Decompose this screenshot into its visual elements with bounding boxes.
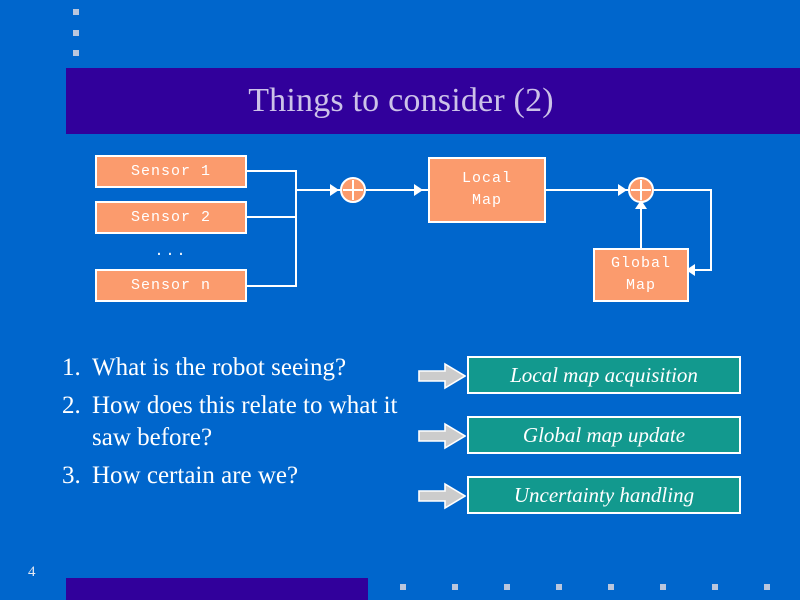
wire-feedback-into-globalmap xyxy=(689,269,712,271)
decorative-dot xyxy=(73,9,79,15)
arrowhead-into-globalmap xyxy=(686,264,695,276)
wire-sum2-feedback-top xyxy=(654,189,712,191)
sensor-n-label: Sensor n xyxy=(130,276,211,294)
global-map-line-1: Global xyxy=(610,255,671,273)
arrowhead-into-sum1 xyxy=(330,184,339,196)
local-map-line-1: Local xyxy=(461,170,512,188)
decorative-dot xyxy=(608,584,614,590)
answer-3-label: Uncertainty handling xyxy=(513,482,695,507)
sensor-ellipsis-label: ... xyxy=(154,242,188,260)
decorative-dot xyxy=(764,584,770,590)
answer-box-local-map-acquisition: Local map acquisition xyxy=(467,356,741,394)
decorative-dot xyxy=(73,50,79,56)
question-item-2: 2. How does this relate to what it saw b… xyxy=(62,390,422,454)
page-title: Things to consider (2) xyxy=(248,82,554,119)
decorative-dot xyxy=(400,584,406,590)
block-arrow-right-icon xyxy=(418,362,466,390)
wire-globalmap-to-sum2 xyxy=(640,205,642,250)
question-3-text: How certain are we? xyxy=(92,462,299,489)
wire-sensorn-stub xyxy=(247,285,297,287)
slide-title-band: Things to consider (2) xyxy=(66,68,800,134)
wire-sum2-feedback-side xyxy=(710,189,712,271)
wire-sensor-bus xyxy=(295,170,297,287)
arrowhead-into-sum2 xyxy=(618,184,627,196)
arrowhead-into-localmap xyxy=(414,184,423,196)
wire-localmap-to-sum2 xyxy=(546,189,632,191)
question-1-text: What is the robot seeing? xyxy=(92,354,347,381)
question-2-number: 2. xyxy=(62,392,81,419)
block-arrow-right-icon xyxy=(418,422,466,450)
global-map-box: Global Map xyxy=(593,248,689,302)
question-3-number: 3. xyxy=(62,462,81,489)
arrowhead-into-sum2-bottom xyxy=(635,200,647,209)
question-2-text: How does this relate to what it saw befo… xyxy=(92,392,398,451)
decorative-dot xyxy=(556,584,562,590)
summation-node-2 xyxy=(628,177,654,203)
question-list: 1. What is the robot seeing? 2. How does… xyxy=(62,352,422,498)
decorative-dot xyxy=(452,584,458,590)
global-map-line-2: Map xyxy=(625,277,656,294)
decorative-dot xyxy=(504,584,510,590)
decorative-dot xyxy=(660,584,666,590)
question-1-number: 1. xyxy=(62,354,81,381)
local-map-line-2: Map xyxy=(471,192,502,209)
answer-2-label: Global map update xyxy=(522,422,686,447)
wire-bus-to-sum1 xyxy=(295,189,345,191)
block-arrow-right-icon xyxy=(418,482,466,510)
answer-box-global-map-update: Global map update xyxy=(467,416,741,454)
sensor-1-label: Sensor 1 xyxy=(130,162,211,180)
answer-box-uncertainty-handling: Uncertainty handling xyxy=(467,476,741,514)
decorative-dot xyxy=(712,584,718,590)
sensor-1-box: Sensor 1 xyxy=(95,155,247,188)
wire-sensor2-stub xyxy=(247,216,297,218)
question-item-1: 1. What is the robot seeing? xyxy=(62,352,422,384)
sensor-n-box: Sensor n xyxy=(95,269,247,302)
question-item-3: 3. How certain are we? xyxy=(62,460,422,492)
wire-sum1-to-localmap xyxy=(366,189,428,191)
answer-1-label: Local map acquisition xyxy=(510,362,698,387)
sensor-2-label: Sensor 2 xyxy=(130,208,211,226)
decorative-dot xyxy=(73,30,79,36)
summation-node-1 xyxy=(340,177,366,203)
page-number: 4 xyxy=(28,564,36,580)
bottom-decorative-band xyxy=(66,578,368,600)
local-map-box: Local Map xyxy=(428,157,546,223)
sensor-2-box: Sensor 2 xyxy=(95,201,247,234)
wire-sensor1-stub xyxy=(247,170,297,172)
